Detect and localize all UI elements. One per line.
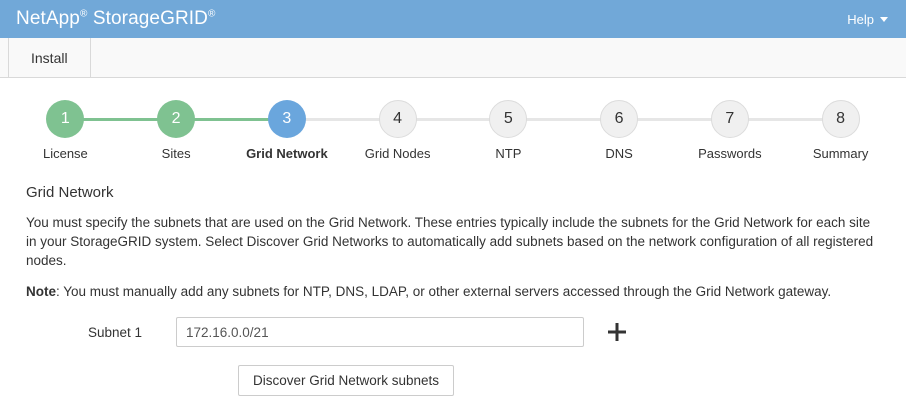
connector-left [231,118,287,121]
step-number-3: 3 [282,110,292,127]
wizard-step-license[interactable]: 1 License [10,100,121,161]
step-circle-8: 8 [821,100,860,138]
step-label-dns: DNS [605,146,633,161]
step-label-license: License [42,146,88,161]
connector-left [453,118,509,121]
wizard-step-grid-nodes[interactable]: 4 Grid Nodes [342,100,453,161]
step-number-1: 1 [60,110,70,127]
registered-mark-icon: ® [79,8,88,20]
page-title: Grid Network [26,184,114,201]
help-label: Help [847,11,874,27]
step-number-5: 5 [503,110,513,127]
connector-left [563,118,620,121]
connector-left [342,118,398,121]
step-number-7: 7 [725,110,735,127]
tab-install-label: Install [31,49,68,66]
step-circle-5: 5 [489,100,528,138]
connector-right [619,118,675,121]
step-circle-4: 4 [378,100,417,138]
step-label-summary: Summary [812,146,869,161]
tab-strip: Install [0,38,906,78]
step-circle-1: 1 [46,100,85,138]
tab-strip-edge [0,38,9,77]
connector-right [508,118,564,121]
main-content: Grid Network You must specify the subnet… [0,172,906,396]
subnet-input[interactable] [176,317,584,347]
connector-right [286,118,343,121]
step-number-8: 8 [836,110,846,127]
step-number-6: 6 [614,110,624,127]
step-circle-2: 2 [157,100,196,138]
brand-storagegrid: StorageGRID [87,8,208,29]
tab-install[interactable]: Install [9,38,91,77]
plus-icon[interactable] [606,321,628,343]
wizard-step-sites[interactable]: 2 Sites [120,100,232,161]
wizard-step-grid-network[interactable]: 3 Grid Network [231,100,343,161]
step-label-grid-nodes: Grid Nodes [364,146,431,161]
caret-down-icon [880,16,888,22]
wizard-step-ntp[interactable]: 5 NTP [453,100,564,161]
note-body: : You must manually add any subnets for … [56,284,832,299]
step-label-sites: Sites [161,146,191,161]
connector-left [120,118,177,121]
wizard-step-list: 1 License 2 Sites 3 Grid Network 4 [10,100,896,161]
registered-mark-icon-2: ® [207,8,216,20]
step-circle-7: 7 [710,100,749,138]
note-label: Note [26,284,56,299]
connector-right [397,118,453,121]
brand-title: NetApp® StorageGRID® [16,8,215,30]
wizard-progress: 1 License 2 Sites 3 Grid Network 4 [10,100,896,172]
connector-right [729,118,786,121]
step-label-grid-network: Grid Network [246,146,328,161]
step-circle-3: 3 [267,100,306,138]
connector-left [674,118,730,121]
connector-left [785,118,841,121]
discover-grid-network-subnets-button[interactable]: Discover Grid Network subnets [238,365,455,396]
step-number-4: 4 [393,110,403,127]
step-label-ntp: NTP [495,146,522,161]
note-text: Note: You must manually add any subnets … [26,282,880,301]
description-text: You must specify the subnets that are us… [26,215,874,268]
step-label-passwords: Passwords [698,146,762,161]
step-number-2: 2 [171,110,181,127]
connector-right [65,118,121,121]
brand-netapp: NetApp [16,8,80,29]
action-row: Discover Grid Network subnets [26,365,880,396]
subnet-row: Subnet 1 [26,317,880,347]
subnet-label: Subnet 1 [88,324,143,340]
help-menu[interactable]: Help [847,12,892,27]
wizard-step-passwords[interactable]: 7 Passwords [674,100,786,161]
step-circle-6: 6 [600,100,639,138]
wizard-step-summary[interactable]: 8 Summary [785,100,896,161]
app-header: NetApp® StorageGRID® Help [0,0,906,38]
connector-right [176,118,232,121]
wizard-step-dns[interactable]: 6 DNS [563,100,675,161]
